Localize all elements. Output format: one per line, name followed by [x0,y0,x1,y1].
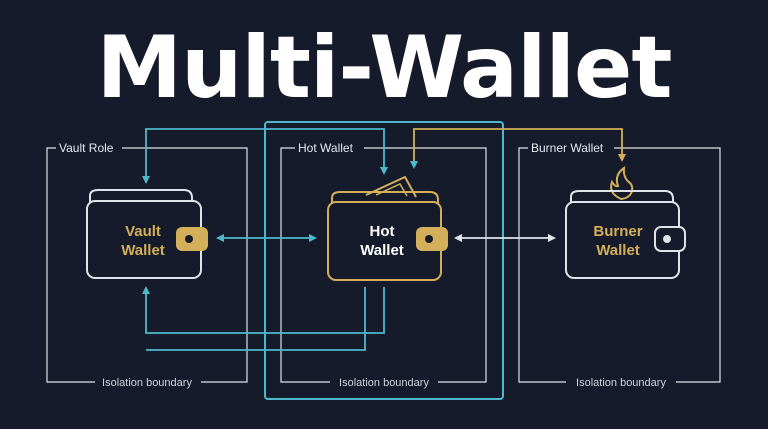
vault-zone-border [46,147,95,383]
flame-icon [610,165,634,201]
burner-boundary-label: Isolation boundary [576,377,666,389]
burner-zone-label: Burner Wallet [531,141,604,155]
teal-bottom-inner-connector [146,287,366,351]
vault-wallet-line1: Vault [125,223,161,240]
hot-zone-border-right [364,147,487,383]
hot-zone-border [280,147,330,383]
teal-bottom-connector [142,286,385,334]
hot-wallet-icon: Hot Wallet [327,175,448,281]
teal-top-connector [142,128,388,184]
burner-zone-border [518,147,566,383]
burner-wallet-icon: Burner Wallet [565,165,686,279]
gold-top-connector [410,128,626,169]
vault-boundary-label: Isolation boundary [102,377,192,389]
burner-zone: Burner Wallet Isolation boundary [518,141,721,389]
page-title: Multi-Wallet [96,18,673,118]
cash-notes-icon [365,175,417,198]
hot-zone-label: Hot Wallet [298,141,354,155]
hot-boundary-label: Isolation boundary [339,377,429,389]
hot-wallet-line2: Wallet [360,242,404,259]
hot-wallet-line1: Hot [370,223,395,240]
vault-zone-border-right [122,147,248,383]
hot-outer-container [264,121,504,400]
vault-wallet-icon: Vault Wallet [86,189,208,279]
burner-wallet-line2: Wallet [596,242,640,259]
vault-zone: Vault Role Isolation boundary [46,141,248,389]
vault-zone-label: Vault Role [59,141,114,155]
burner-wallet-line1: Burner [593,223,642,240]
burner-zone-border-right [614,147,721,383]
hot-zone: Hot Wallet Isolation boundary [280,141,487,389]
vault-wallet-line2: Wallet [121,242,165,259]
